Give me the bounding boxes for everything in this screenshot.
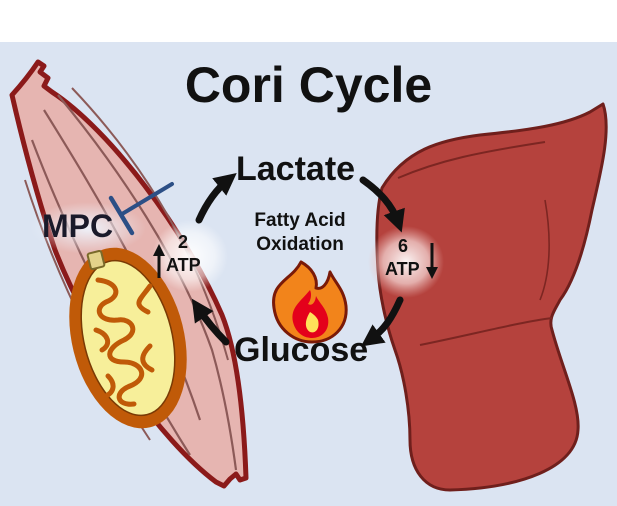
mitochondrion-icon [69,247,187,429]
cycle-arrow-lactate-to-liver [359,176,405,233]
lactate-label: Lactate [236,150,356,188]
liver-atp-glow [368,226,444,298]
diagram-title: Cori Cycle [184,57,433,113]
cycle-arrow-to-lactate [195,173,237,224]
liver-atp-count: 6 [398,236,409,256]
inhibition-bar-icon [108,182,174,236]
liver-atp-label: ATP [385,259,420,279]
muscle-atp-label: ATP [166,255,201,275]
mpc-label: MPC [42,208,114,244]
cycle-arrow-glucose-to-muscle [191,298,230,346]
cycle-arrow-liver-to-glucose [360,296,404,347]
glucose-label: Glucose [234,331,369,369]
mpc-highlight [30,202,146,254]
muscle-atp-glow [152,220,228,292]
fatty-acid-line: Fatty Acid [254,210,346,231]
fire-icon [272,260,348,344]
muscle-atp-count: 2 [178,232,189,252]
oxidation-line: Oxidation [256,233,344,255]
liver-icon [375,102,608,492]
fatty-acid-oxidation-label: Fatty Acid Oxidation [230,209,370,257]
